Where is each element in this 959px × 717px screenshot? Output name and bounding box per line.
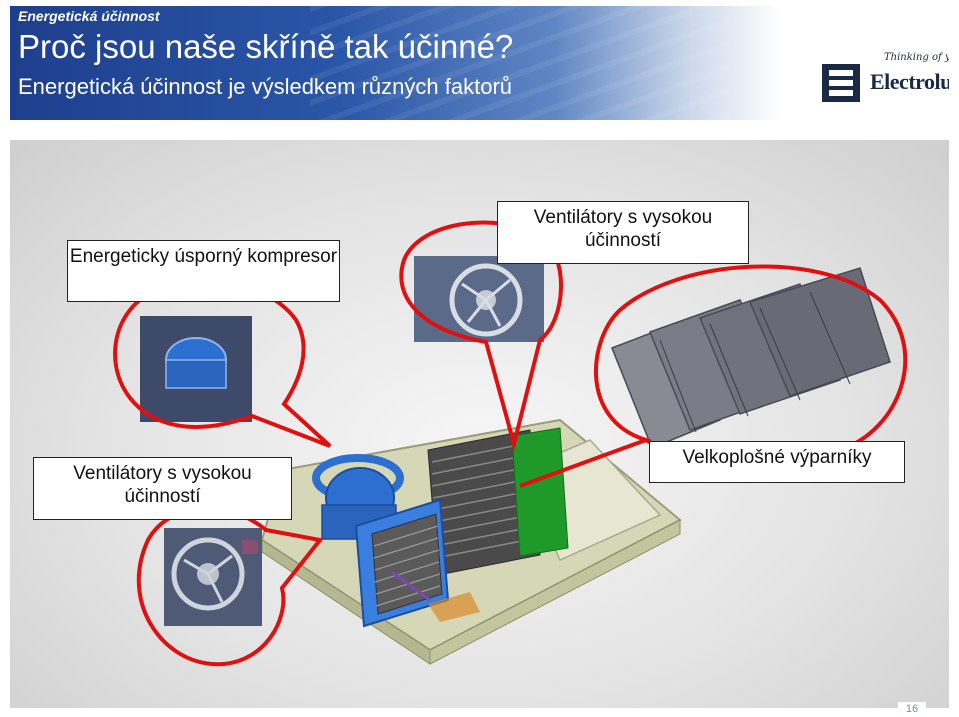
compressor-inset-image xyxy=(140,316,252,422)
logo-brand: Electrolux xyxy=(870,69,949,94)
label-evaporators: Velkoplošné výparníky xyxy=(649,441,905,483)
fan-inset-image-top xyxy=(414,256,544,342)
logo-tagline: Thinking of you xyxy=(884,52,949,63)
header-banner: Energetická účinnost Proč jsou naše skří… xyxy=(10,6,949,120)
page-subtitle: Energetická účinnost je výsledkem různýc… xyxy=(18,74,513,99)
section-tag: Energetická účinnost xyxy=(18,8,160,24)
label-compressor: Energeticky úsporný kompresor xyxy=(67,240,340,302)
label-fans-top: Ventilátory s vysokou účinností xyxy=(497,201,749,264)
label-fans-left: Ventilátory s vysokou účinností xyxy=(33,457,292,520)
electrolux-mark-icon xyxy=(822,64,860,102)
electrolux-logo: Thinking of you Electrolux xyxy=(818,42,949,120)
page-title: Proč jsou naše skříně tak účinné? xyxy=(18,28,514,65)
fan-housing-illustration xyxy=(354,498,480,628)
condenser-coil-illustration xyxy=(427,427,569,576)
fan-inset-image-left xyxy=(164,528,262,626)
banner-texture xyxy=(310,6,730,120)
page-number: 16 xyxy=(898,702,926,716)
evaporator-coils-illustration xyxy=(611,267,891,449)
